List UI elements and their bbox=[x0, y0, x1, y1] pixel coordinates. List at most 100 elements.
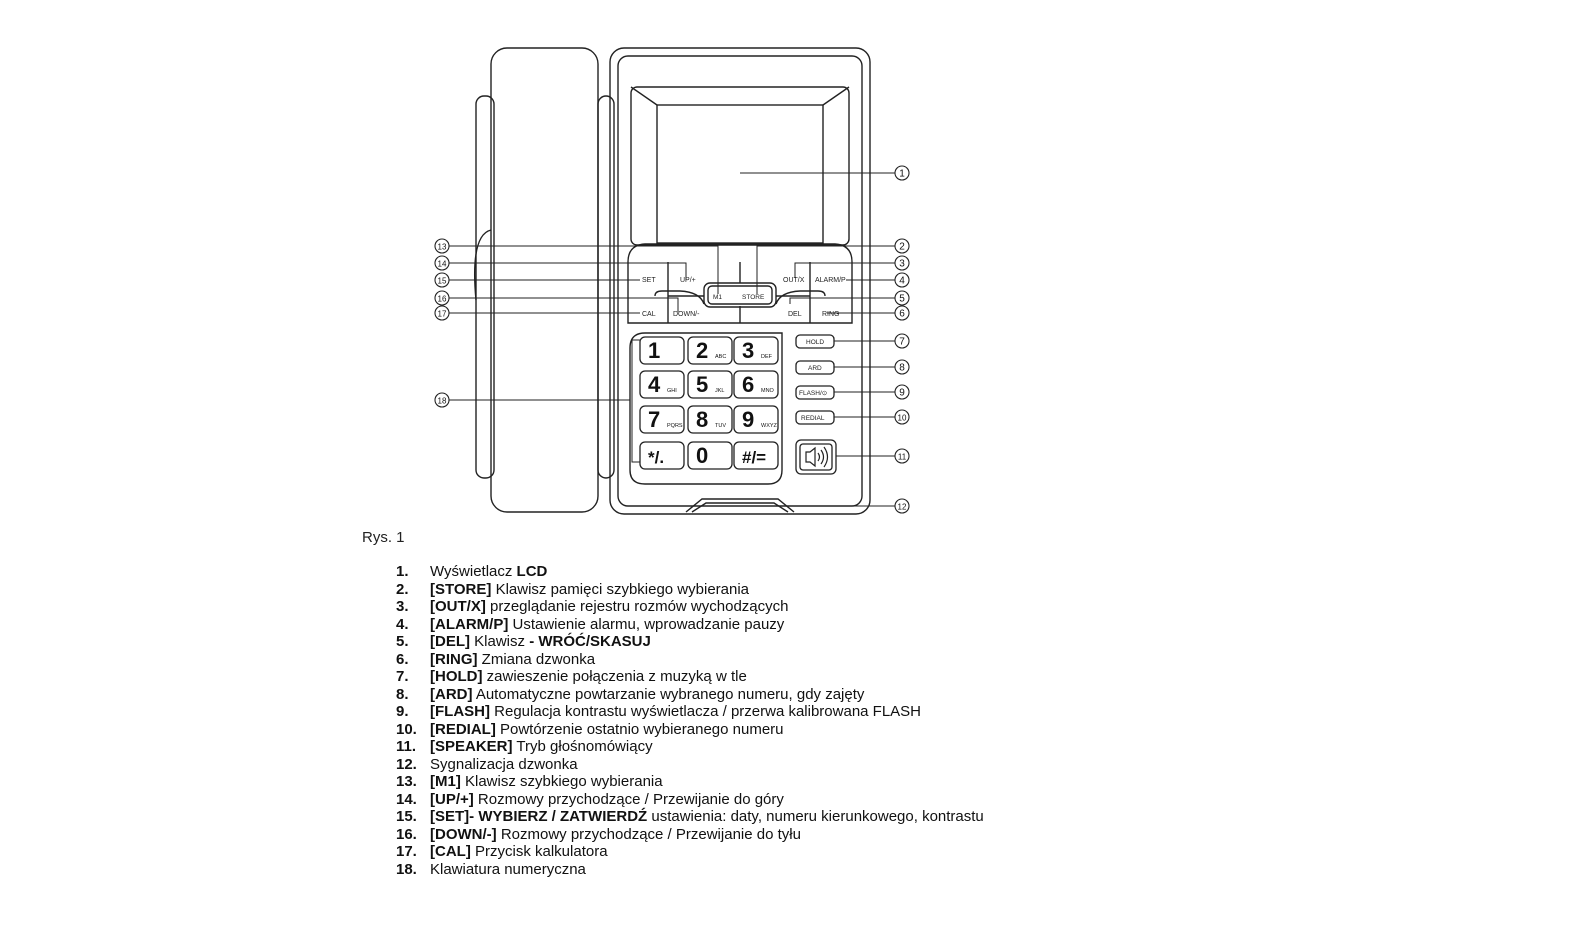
legend-item: 15. [SET]- WYBIERZ / ZATWIERDŹ ustawienia… bbox=[396, 808, 984, 826]
m1-label[interactable]: M1 bbox=[713, 294, 722, 301]
phone-base bbox=[609, 47, 871, 515]
speaker-button[interactable] bbox=[795, 439, 837, 475]
legend-text: zawieszenie połączenia z muzyką w tle bbox=[482, 668, 747, 685]
keypad-letters: PQRS bbox=[667, 423, 683, 429]
keypad-digit: 5 bbox=[696, 372, 708, 397]
hold-label: HOLD bbox=[806, 339, 824, 346]
legend-key: [REDIAL] bbox=[430, 720, 496, 738]
keypad-key[interactable]: 1 bbox=[639, 336, 685, 365]
legend-item: 13.[M1] Klawisz szybkiego wybierania bbox=[396, 773, 984, 791]
callout-number: 7 bbox=[899, 337, 905, 348]
legend-key: [SET]- WYBIERZ / ZATWIERDŹ bbox=[430, 808, 648, 825]
callout-marker: 12 bbox=[894, 498, 910, 514]
keypad-key[interactable]: #/= bbox=[733, 441, 779, 470]
legend-number: 15. bbox=[396, 808, 417, 825]
out-label[interactable]: OUT/X bbox=[783, 277, 805, 284]
legend-text: Klawisz pamięci szybkiego wybierania bbox=[491, 580, 750, 598]
callout-marker: 1 bbox=[894, 165, 910, 181]
down-label[interactable]: DOWN/- bbox=[673, 311, 700, 318]
callout-circle bbox=[894, 238, 910, 254]
callout-number: 1 bbox=[899, 169, 905, 180]
legend-item: 14.[UP/+] Rozmowy przychodzące / Przewij… bbox=[396, 791, 984, 809]
legend-text: Zmiana dzwonka bbox=[477, 650, 596, 668]
callout-number: 16 bbox=[438, 295, 447, 304]
legend-item: 9.[FLASH] Regulacja kontrastu wyświetlac… bbox=[396, 703, 984, 721]
legend-text: Przycisk kalkulatora bbox=[470, 843, 608, 860]
redial-label: REDIAL bbox=[801, 415, 825, 422]
legend-number: 12. bbox=[396, 755, 417, 773]
callout-circle bbox=[434, 305, 450, 321]
legend-number: 14. bbox=[396, 790, 417, 808]
cal-label[interactable]: CAL bbox=[642, 311, 656, 318]
legend-text: Powtórzenie ostatnio wybieranego numeru bbox=[495, 720, 784, 738]
up-label[interactable]: UP/+ bbox=[680, 277, 696, 284]
callout-number: 13 bbox=[438, 243, 447, 252]
del-label[interactable]: DEL bbox=[788, 311, 802, 318]
callout-marker: 9 bbox=[894, 384, 910, 400]
alarm-label[interactable]: ALARM/P bbox=[815, 277, 846, 284]
keypad-key-frame bbox=[733, 336, 779, 365]
legend-text: Wyświetlacz bbox=[430, 563, 517, 580]
legend-text: Sygnalizacja dzwonka bbox=[430, 755, 578, 773]
legend-item: 18.Klawiatura numeryczna bbox=[396, 861, 984, 879]
keypad-letters: ABC bbox=[715, 354, 726, 360]
legend-number: 16. bbox=[396, 825, 417, 843]
keypad-digit: 6 bbox=[742, 372, 754, 397]
legend-number: 4. bbox=[396, 615, 409, 633]
legend-number: 18. bbox=[396, 860, 417, 878]
keypad-letters: JKL bbox=[715, 388, 724, 394]
callout-marker: 14 bbox=[434, 255, 450, 271]
keypad-key-frame bbox=[639, 336, 685, 365]
keypad-letters: DEF bbox=[761, 354, 773, 360]
legend-number: 9. bbox=[396, 703, 409, 720]
legend-item: 1.Wyświetlacz LCD bbox=[396, 563, 984, 581]
keypad-key[interactable]: */. bbox=[639, 441, 685, 470]
callout-number: 18 bbox=[438, 397, 447, 406]
callout-circle bbox=[894, 384, 910, 400]
legend-item: 10. [REDIAL] Powtórzenie ostatnio wybiera… bbox=[396, 721, 984, 739]
legend-key: [ALARM/P] bbox=[430, 615, 509, 633]
callout-circle bbox=[434, 272, 450, 288]
legend-item: 5.[DEL] Klawisz - WRÓĆ/SKASUJ bbox=[396, 633, 984, 651]
callout-marker: 7 bbox=[894, 333, 910, 349]
legend-item: 11.[SPEAKER] Tryb głośnomówiący bbox=[396, 738, 984, 756]
set-label[interactable]: SET bbox=[642, 277, 656, 284]
callout-marker: 4 bbox=[894, 272, 910, 288]
callout-circle bbox=[434, 392, 450, 408]
ring-label[interactable]: RING bbox=[822, 311, 840, 318]
callout-marker: 11 bbox=[894, 448, 910, 464]
m1-store-button[interactable] bbox=[703, 282, 777, 308]
legend-item: 4.[ALARM/P] Ustawienie alarmu, wprowadza… bbox=[396, 616, 984, 634]
callout-number: 5 bbox=[899, 294, 905, 305]
callout-marker: 6 bbox=[894, 305, 910, 321]
keypad-digit: #/= bbox=[742, 448, 766, 467]
callout-marker: 17 bbox=[434, 305, 450, 321]
legend-key: - WRÓĆ/SKASUJ bbox=[529, 633, 651, 650]
legend-text: przeglądanie rejestru rozmów wychodzącyc… bbox=[485, 598, 789, 615]
keypad-digit: 9 bbox=[742, 407, 754, 432]
legend-item: 7.[HOLD] zawieszenie połączenia z muzyką… bbox=[396, 668, 984, 686]
callout-circle bbox=[894, 272, 910, 288]
legend-number: 10. bbox=[396, 720, 417, 738]
legend-number: 6. bbox=[396, 650, 409, 668]
keypad-key-frame bbox=[687, 336, 733, 365]
keypad-key[interactable]: 0 bbox=[687, 441, 733, 470]
legend-number: 11. bbox=[396, 738, 417, 755]
legend-text: Klawisz szybkiego wybierania bbox=[460, 773, 663, 790]
legend-text: ustawienia: daty, numeru kierunkowego, k… bbox=[647, 808, 984, 825]
legend-text: Klawisz bbox=[470, 633, 530, 650]
store-label[interactable]: STORE bbox=[742, 294, 765, 301]
legend-number: 2. bbox=[396, 580, 409, 598]
callout-number: 17 bbox=[438, 310, 447, 319]
keypad-key-frame bbox=[733, 441, 779, 470]
callout-number: 11 bbox=[898, 453, 907, 462]
